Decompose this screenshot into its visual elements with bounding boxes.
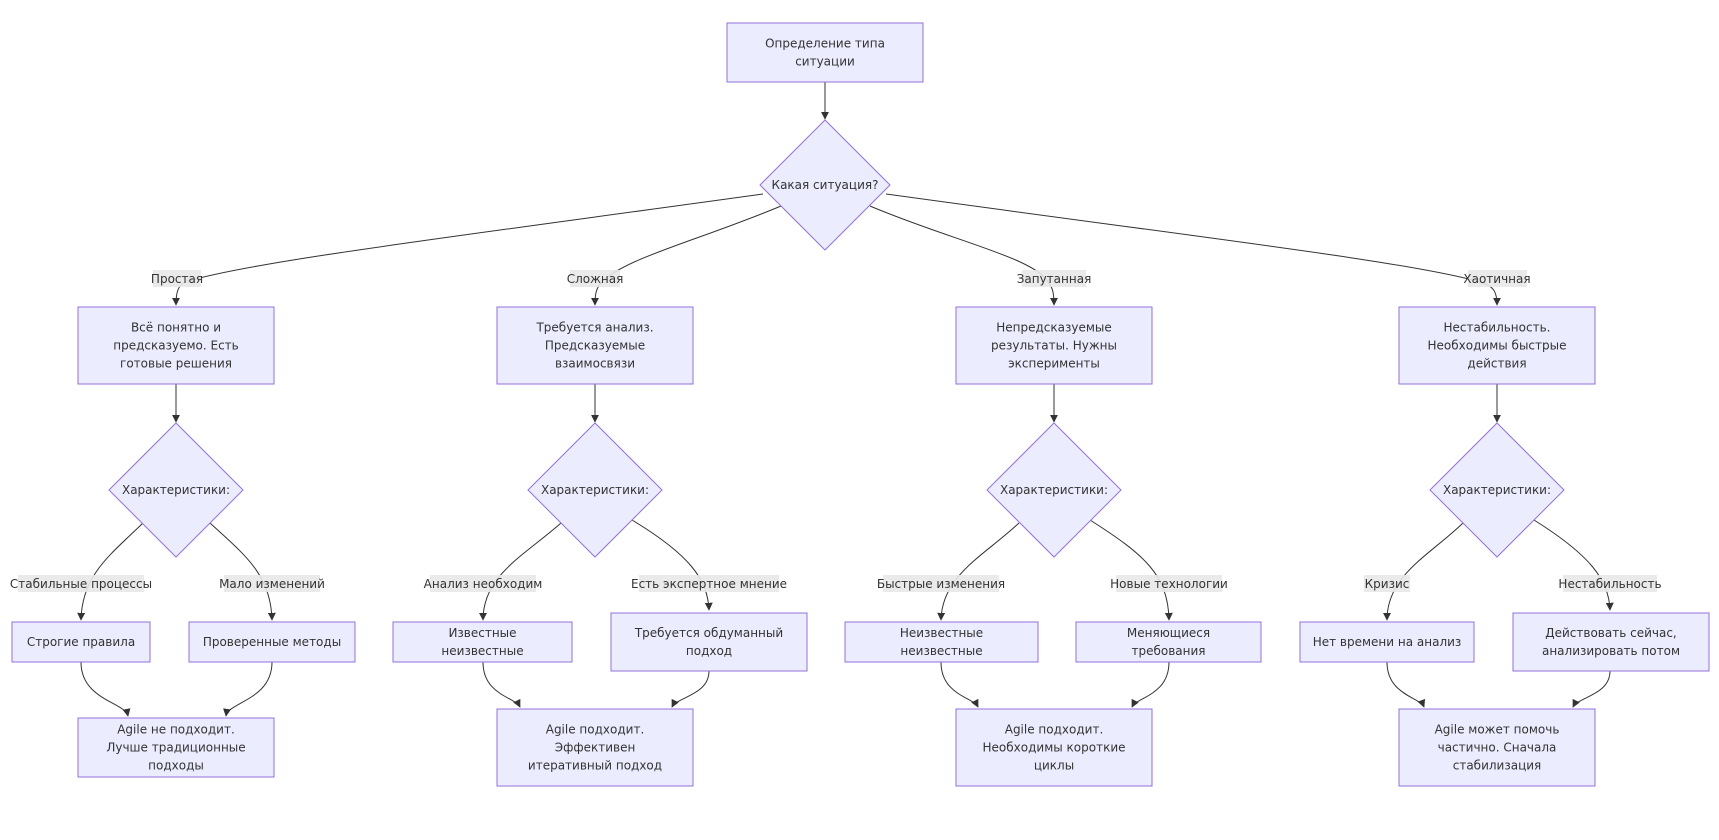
edge-label-instability-text: Нестабильность [1558, 577, 1661, 591]
node-char-simple[interactable]: Характеристики: [108, 422, 244, 558]
edge-char-complicated-to-considered [631, 519, 713, 611]
edge-label-analysis-needed-text: Анализ необходим [424, 577, 543, 591]
node-char-complicated[interactable]: Характеристики: [527, 422, 663, 558]
node-act-now[interactable]: Действовать сейчас,анализировать потом [1512, 612, 1710, 672]
edge-considered-to-res [671, 670, 710, 708]
edge-label-few-changes-text: Мало изменений [219, 577, 325, 591]
node-no-time[interactable]: Нет времени на анализ [1299, 621, 1475, 663]
edge-question-to-simple [172, 193, 764, 306]
node-no-time-text: Нет времени на анализ [1313, 635, 1462, 649]
edge-unknown-to-res [940, 661, 979, 708]
node-situation-question-text: Какая ситуация? [772, 178, 879, 192]
edge-char-complex-to-changing [1089, 519, 1173, 621]
edge-char-complicated-to-known [479, 522, 562, 621]
node-char-complicated-text: Характеристики: [541, 483, 649, 497]
edges [77, 82, 1614, 717]
edge-char-simple-to-strict [77, 522, 144, 621]
edge-label-expert-opinion-text: Есть экспертное мнение [631, 577, 787, 591]
edge-label-new-tech: Новые технологии [1110, 575, 1228, 592]
edge-actnow-to-res [1572, 670, 1611, 708]
edge-question-to-chaotic [885, 193, 1501, 306]
edge-changing-to-res [1131, 661, 1170, 708]
edge-label-complex-text: Запутанная [1017, 272, 1092, 286]
node-proven-methods-text: Проверенные методы [203, 635, 341, 649]
edge-label-rapid-changes: Быстрые изменения [877, 575, 1005, 592]
edge-known-to-res [482, 661, 521, 708]
edge-label-analysis-needed: Анализ необходим [424, 575, 543, 592]
edge-label-complicated-text: Сложная [567, 272, 624, 286]
node-strict-rules-text: Строгие правила [27, 635, 135, 649]
edge-label-complicated: Сложная [567, 270, 624, 287]
edge-label-chaotic: Хаотичная [1463, 270, 1531, 287]
edge-label-stable-processes: Стабильные процессы [10, 575, 152, 592]
edge-notime-to-res [1386, 661, 1426, 708]
edge-label-rapid-changes-text: Быстрые изменения [877, 577, 1005, 591]
node-char-simple-text: Характеристики: [122, 483, 230, 497]
edge-label-few-changes: Мало изменений [219, 575, 325, 592]
edge-strict-to-res [80, 661, 131, 717]
edge-question-to-complex [869, 205, 1058, 306]
edge-char-chaotic-to-notime [1383, 522, 1464, 621]
node-char-chaotic-text: Характеристики: [1443, 483, 1551, 497]
node-strict-rules[interactable]: Строгие правила [11, 621, 151, 663]
edge-label-simple: Простая [151, 270, 203, 287]
node-act-now-text: Действовать сейчас,анализировать потом [1542, 626, 1680, 658]
edge-question-to-complicated [591, 205, 782, 306]
node-char-chaotic[interactable]: Характеристики: [1429, 422, 1565, 558]
edge-char-complex-to-unknown [937, 522, 1020, 621]
edge-label-instability: Нестабильность [1558, 575, 1662, 592]
edge-label-complex: Запутанная [1017, 270, 1092, 287]
edge-label-crisis-text: Кризис [1365, 577, 1410, 591]
node-proven-methods[interactable]: Проверенные методы [188, 621, 356, 663]
edge-char-chaotic-to-actnow [1533, 519, 1614, 611]
edge-labels: Простая Сложная Запутанная Хаотичная Ста… [10, 270, 1662, 592]
edge-label-new-tech-text: Новые технологии [1110, 577, 1228, 591]
edge-label-chaotic-text: Хаотичная [1463, 272, 1530, 286]
node-situation-question[interactable]: Какая ситуация? [759, 119, 891, 251]
edge-label-simple-text: Простая [151, 272, 203, 286]
edge-proven-to-res [223, 661, 273, 717]
edge-char-simple-to-proven [209, 522, 276, 621]
edge-label-stable-processes-text: Стабильные процессы [10, 577, 152, 591]
edge-label-crisis: Кризис [1364, 575, 1410, 592]
node-char-complex-text: Характеристики: [1000, 483, 1108, 497]
edge-label-expert-opinion: Есть экспертное мнение [631, 575, 787, 592]
node-char-complex[interactable]: Характеристики: [986, 422, 1122, 558]
